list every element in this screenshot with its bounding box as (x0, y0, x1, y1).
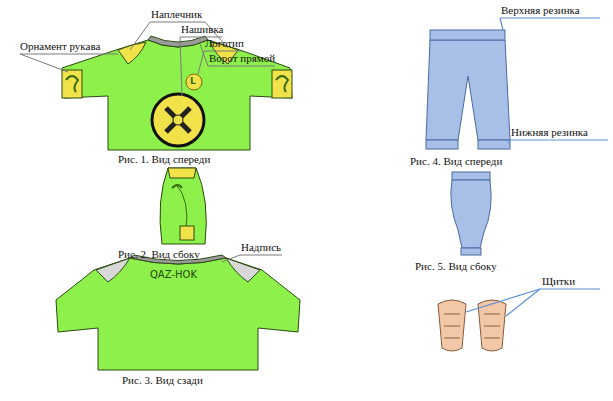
part-label: Надпись (241, 241, 281, 254)
part-label: Ворот прямой (209, 52, 275, 65)
part-label: Нашивка (181, 23, 223, 36)
part-label: Нижняя резинка (511, 126, 588, 139)
figure-caption: Рис. 5. Вид сбоку (415, 260, 497, 273)
shirt-front (62, 36, 292, 150)
leader-lines (20, 22, 282, 262)
figure-caption: Рис. 2. Вид сбоку (118, 248, 200, 261)
part-label: Логотип (205, 37, 244, 50)
jersey-text: QAZ-HOK (150, 268, 197, 281)
part-label: Щитки (542, 275, 575, 288)
pants-side (451, 172, 491, 255)
pants-front (426, 30, 510, 149)
figure-caption: Рис. 1. Вид спереди (118, 153, 210, 166)
part-label: Наплечник (151, 8, 202, 21)
part-label: Верхняя резинка (501, 4, 580, 17)
logo-letter: L (190, 75, 196, 88)
shirt-side (160, 168, 206, 244)
figure-caption: Рис. 3. Вид сзади (122, 374, 203, 387)
part-label: Орнамент рукава (20, 40, 100, 53)
shin-guards (438, 300, 506, 351)
shirt-back (56, 255, 300, 370)
figure-caption: Рис. 4. Вид спереди (410, 155, 502, 168)
